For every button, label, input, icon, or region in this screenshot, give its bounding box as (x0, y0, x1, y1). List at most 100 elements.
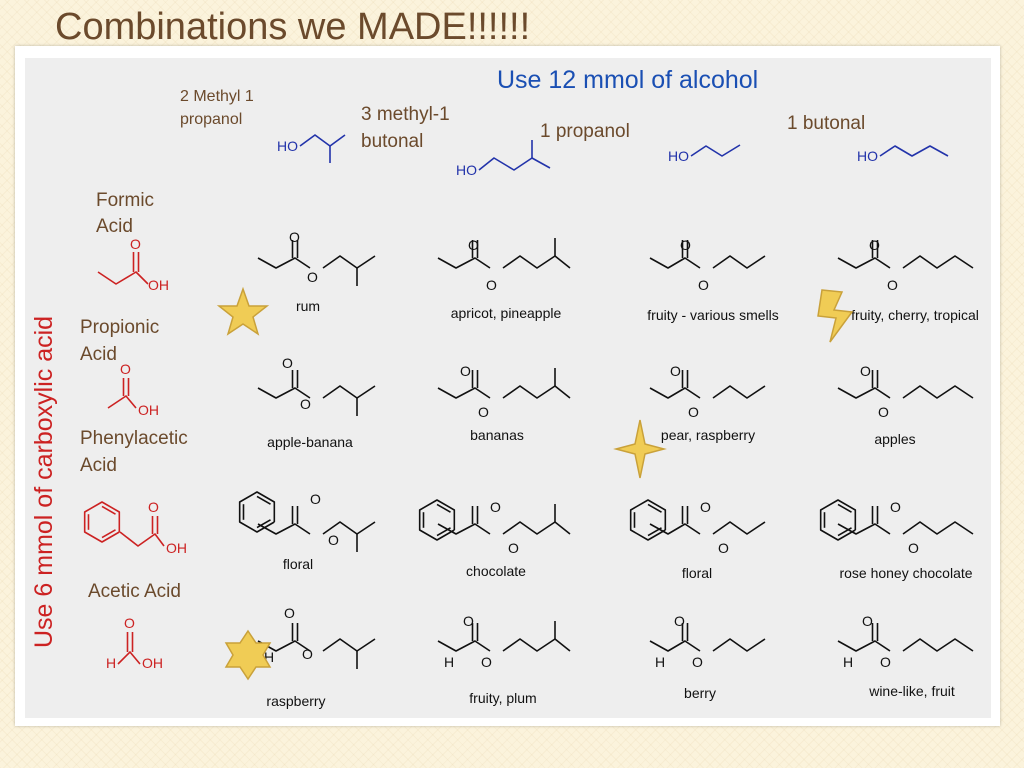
acid-label-2b: Acid (80, 344, 117, 365)
ester-r4-c4-acyl (837, 640, 891, 652)
diagram-panel (25, 58, 991, 718)
smell-r3c4: rose honey chocolate (839, 565, 972, 581)
ester-r1-c1-acyl (257, 257, 311, 269)
ester-r3-c3-acyl (649, 523, 701, 535)
ester-r1c2-carbonyl-o: O (468, 237, 479, 253)
ester-r3c3-carbonyl-o: O (700, 499, 711, 515)
acid-3-oh: OH (166, 540, 187, 556)
smell-r3c1: floral (283, 556, 313, 572)
ester-r1-c3-alkoxy (712, 255, 766, 269)
ester-r4-c2-acyl (437, 640, 491, 652)
ester-r3-c1-ring-double-bond-3 (256, 495, 271, 505)
alcohol-label-1a: 2 Methyl 1 (180, 88, 254, 105)
alcohol-2-oh-label: HO (456, 162, 477, 178)
ester-r4c4-ether-o: O (880, 654, 891, 670)
acid-2-oh: OH (138, 402, 159, 418)
acid-label-2a: Propionic (80, 317, 159, 338)
ester-r4c3-h: H (655, 654, 665, 670)
acid-2-carbonyl-o: O (120, 361, 131, 377)
acid-1-chain (97, 271, 149, 285)
ester-r1c1-ether-o: O (307, 269, 318, 285)
ester-r4c4-carbonyl-o: O (862, 613, 873, 629)
ester-r3-c2-acyl (437, 523, 491, 535)
smell-r1c1: rum (296, 298, 320, 314)
smell-r1c2: apricot, pineapple (451, 305, 562, 321)
acid-label-1a: Formic (96, 190, 154, 211)
ester-r4c3-carbonyl-o: O (674, 613, 685, 629)
ester-r2c2-carbonyl-o: O (460, 363, 471, 379)
ester-r3c4-carbonyl-o: O (890, 499, 901, 515)
ester-r3-c1-ring (238, 491, 276, 533)
hexagram-star-icon (224, 629, 272, 681)
smell-r3c3: floral (682, 565, 712, 581)
smell-r2c2: bananas (470, 427, 524, 443)
ester-r3c4-ether-o: O (908, 540, 919, 556)
ester-r3-c2-ring (418, 499, 456, 541)
ester-r2c3-carbonyl-o: O (670, 363, 681, 379)
acid-3-ring-double-bond-3 (101, 505, 116, 515)
ester-r2-c3-acyl (649, 387, 701, 399)
smell-r1c3: fruity - various smells (647, 307, 778, 323)
ester-r3c2-ether-o: O (508, 540, 519, 556)
ester-r3-c4-ring (819, 499, 857, 541)
ester-r2-c2-alkoxy (502, 385, 571, 399)
ester-r2-c4-acyl (837, 387, 891, 399)
ester-r2c4-ether-o: O (878, 404, 889, 420)
ester-r1c4-ether-o: O (887, 277, 898, 293)
smell-r4c3: berry (684, 685, 716, 701)
ester-r3c2-carbonyl-o: O (490, 499, 501, 515)
ester-r1-c4-acyl (837, 257, 891, 269)
ester-r3-c1-alkoxy (322, 521, 376, 535)
ester-r1-c2-acyl (437, 257, 491, 269)
smell-r4c2: fruity, plum (469, 690, 536, 706)
alcohol-3-oh-label: HO (668, 148, 689, 164)
ester-r3-c1-ring-double-bond-1 (256, 519, 271, 529)
ester-r2c1-carbonyl-o: O (282, 355, 293, 371)
ester-r2-c3-alkoxy (712, 385, 766, 399)
alcohol-4-oh-label: HO (857, 148, 878, 164)
ester-r1c4-carbonyl-o: O (869, 237, 880, 253)
star-icon (216, 286, 270, 336)
acid-amount-note: Use 6 mmol of carboxylic acid (30, 316, 58, 648)
alcohol-2-chain (478, 157, 551, 171)
smell-r2c4: apples (874, 431, 915, 447)
alcohol-1-oh-label: HO (277, 138, 298, 154)
alcohol-label-1b: propanol (180, 111, 242, 128)
alcohol-1-chain (299, 134, 346, 147)
acid-label-3a: Phenylacetic (80, 428, 188, 449)
alcohol-label-3: 1 propanol (540, 121, 630, 142)
ester-r4c3-ether-o: O (692, 654, 703, 670)
ester-r4c1-ether-o: O (302, 646, 313, 662)
acid-4-carbonyl-o: O (124, 615, 135, 631)
acid-1-oh: OH (148, 277, 169, 293)
ester-r3-c4-ring-double-bond-3 (837, 503, 852, 513)
acid-3-carbonyl-o: O (148, 499, 159, 515)
ester-r2c1-ether-o: O (300, 396, 311, 412)
smell-r2c3: pear, raspberry (661, 427, 755, 443)
ester-r1-c4-alkoxy (902, 255, 974, 269)
ester-r4c1-carbonyl-o: O (284, 605, 295, 621)
ester-r3-c4-ring-double-bond-1 (837, 527, 852, 537)
ester-r2c4-carbonyl-o: O (860, 363, 871, 379)
ester-r3-c2-alkoxy (502, 521, 571, 535)
ester-r2c3-ether-o: O (688, 404, 699, 420)
acid-1-carbonyl-o: O (130, 236, 141, 252)
ester-r3-c4-acyl (837, 523, 891, 535)
smell-r4c1: raspberry (266, 693, 325, 709)
ester-r3-c3-alkoxy (712, 521, 766, 535)
alcohol-amount-note: Use 12 mmol of alcohol (497, 66, 758, 94)
ester-r4c1-h: H (264, 649, 274, 665)
ester-r3c1-carbonyl-o: O (310, 491, 321, 507)
alcohol-3-chain (690, 144, 741, 157)
acid-label-4: Acetic Acid (88, 581, 181, 602)
acid-4-oh: OH (142, 655, 163, 671)
alcohol-label-4: 1 butonal (787, 113, 865, 134)
ester-r2-c4-alkoxy (902, 385, 974, 399)
acid-2-chain (107, 395, 137, 409)
ester-r1-c2-alkoxy (502, 255, 571, 269)
sparkle-icon (613, 419, 667, 479)
smell-r3c2: chocolate (466, 563, 526, 579)
ester-r4c2-h: H (444, 654, 454, 670)
ester-r4c2-carbonyl-o: O (463, 613, 474, 629)
